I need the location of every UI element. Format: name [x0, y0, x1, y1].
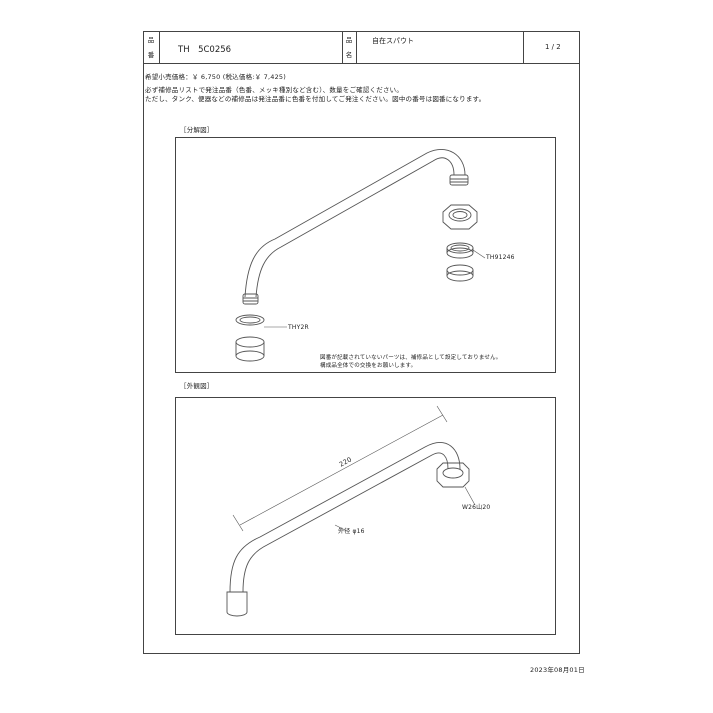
header-divider-4 — [523, 31, 524, 64]
part-name: 自在スパウト — [372, 37, 414, 45]
exploded-footnote-1: 図番が記載されていないパーツは、補修品として設定しておりません。 — [320, 355, 502, 361]
callout-th91246: TH91246 — [486, 254, 515, 261]
exterior-view-frame — [175, 397, 556, 635]
header-divider-1 — [159, 31, 160, 64]
exterior-view-label: ［外観図］ — [180, 382, 214, 390]
exploded-view-frame — [175, 137, 556, 373]
part-no-label: 品番 — [147, 36, 155, 59]
exterior-view-drawing — [226, 405, 476, 617]
header-divider-3 — [356, 31, 357, 64]
exploded-view-label: ［分解図］ — [180, 126, 214, 134]
part-number: TH 5C0256 — [178, 45, 232, 55]
dimension-nut: W26山20 — [462, 504, 491, 511]
note-line-1: 必ず補修品リストで発注品番（色番、メッキ種別など含む）、数量をご確認ください。 — [145, 86, 404, 94]
header-divider-2 — [342, 31, 343, 64]
page-number: 1 / 2 — [545, 43, 561, 51]
dimension-outer-diameter: 外径 φ16 — [338, 528, 365, 535]
part-name-label: 品名 — [345, 36, 353, 59]
exploded-footnote-2: 構成品全体での交換をお願いします。 — [320, 363, 417, 369]
callout-thy2r: THY2R — [288, 324, 309, 331]
header-row — [143, 31, 580, 64]
footer-date: 2023年08月01日 — [530, 666, 585, 674]
exploded-view-drawing — [235, 148, 486, 362]
note-line-2: ただし、タンク、便器などの補修品は発注品番に色番を付加してご発注ください。図中の… — [145, 95, 486, 103]
price-line: 希望小売価格：￥ 6,750 (税込価格:￥ 7,425) — [145, 73, 286, 81]
